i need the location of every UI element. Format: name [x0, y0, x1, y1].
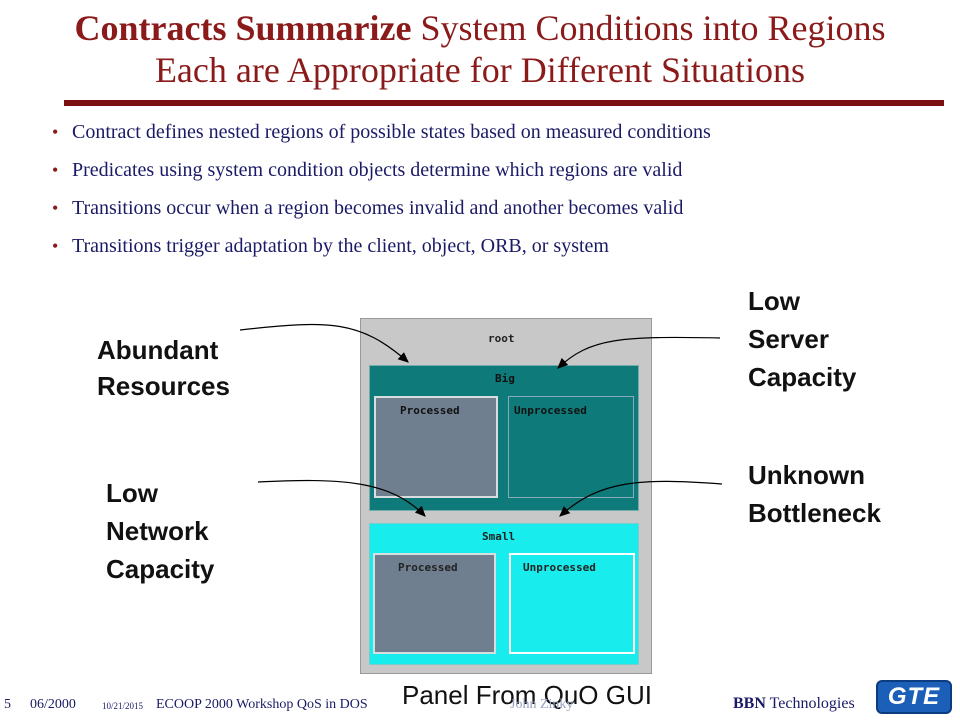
- bullet-dot-icon: •: [52, 236, 59, 256]
- region-big-processed[interactable]: [374, 396, 498, 498]
- arrow-low-network: [257, 479, 426, 517]
- region-root-label: root: [488, 332, 515, 345]
- label-unknown-bottleneck: Unknown Bottleneck: [748, 460, 881, 528]
- bullet-dot-icon: •: [52, 122, 59, 142]
- big-processed-label: Processed: [400, 404, 460, 417]
- bullet-item: •Contract defines nested regions of poss…: [46, 118, 711, 156]
- region-big-label: Big: [495, 372, 515, 385]
- title-rest: System Conditions into Regions: [411, 8, 886, 48]
- region-small-unprocessed[interactable]: [509, 553, 635, 654]
- region-small-label: Small: [482, 530, 516, 543]
- gte-logo: GTE: [876, 680, 952, 714]
- footer-small-date: 10/21/2015: [102, 701, 144, 711]
- footer-author: John Zinky: [510, 697, 574, 712]
- bullet-item: •Predicates using system condition objec…: [46, 156, 711, 194]
- panel-caption: Panel From QuO GUI: [402, 680, 652, 710]
- slide-title-line2: Each are Appropriate for Different Situa…: [154, 50, 806, 90]
- region-small-processed[interactable]: [373, 553, 496, 654]
- label-abundant-resources: Abundant Resources: [97, 335, 230, 401]
- arrow-unknown: [559, 480, 723, 517]
- slide-title-line1: Contracts Summarize System Conditions in…: [0, 8, 960, 48]
- footer-date: 06/2000: [30, 697, 76, 712]
- label-low-server-capacity: Low Server Capacity: [748, 286, 857, 392]
- bullet-item: •Transitions trigger adaptation by the c…: [46, 232, 711, 270]
- small-unprocessed-label: Unprocessed: [523, 561, 596, 574]
- slide-number: 5: [4, 697, 11, 712]
- bullet-list: •Contract defines nested regions of poss…: [46, 118, 711, 270]
- bullet-item: •Transitions occur when a region becomes…: [46, 194, 711, 232]
- title-bold-phrase: Contracts Summarize: [74, 8, 412, 48]
- arrow-low-server: [557, 336, 721, 369]
- title-divider: [64, 100, 944, 106]
- arrow-abundant: [239, 323, 409, 363]
- bullet-dot-icon: •: [52, 160, 59, 180]
- region-big-unprocessed[interactable]: [508, 396, 634, 498]
- bullet-dot-icon: •: [52, 198, 59, 218]
- small-processed-label: Processed: [398, 561, 458, 574]
- footer-event: ECOOP 2000 Workshop QoS in DOS: [156, 697, 368, 712]
- big-unprocessed-label: Unprocessed: [514, 404, 587, 417]
- label-low-network-capacity: Low Network Capacity: [106, 478, 215, 584]
- footer-company: BBN Technologies: [733, 695, 855, 712]
